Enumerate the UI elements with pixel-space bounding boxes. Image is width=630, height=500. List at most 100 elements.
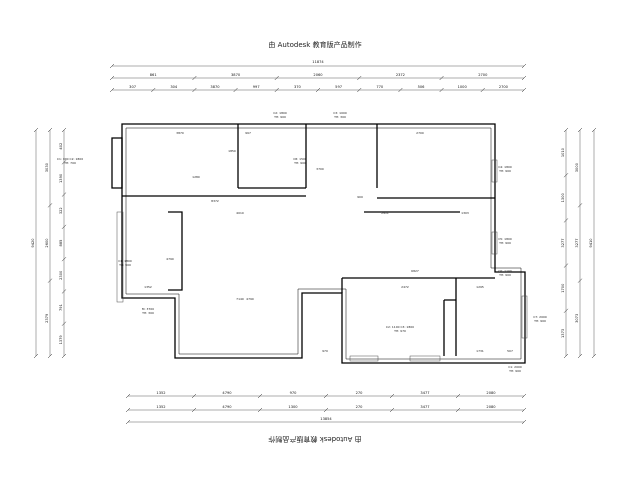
dim-right-inner-tick (563, 127, 569, 133)
dim-top-row2-tick (274, 87, 279, 93)
dim-right-inner: 1010 (561, 147, 565, 157)
window-callout: C2: 1100 C3: 1800 (386, 325, 414, 329)
dim-top-row2-tick (151, 87, 156, 93)
dim-bottom-row2-tick (323, 407, 329, 413)
dim-top-row2-tick (480, 87, 485, 93)
dim-top-row1: 3870 (231, 73, 241, 77)
dim-top-row2: 506 (418, 85, 426, 89)
window-callout: C6: 1100 (498, 269, 512, 273)
dim-left-inner-tick (61, 224, 67, 230)
window-left-tall (116, 211, 124, 303)
window-callout: TH: 900 (508, 369, 521, 373)
dim-left-row-tick (47, 278, 53, 283)
dim-bottom-row1: 3477 (420, 391, 429, 395)
interior-dim-label: 900 (357, 195, 363, 199)
window-right-2 (491, 231, 498, 255)
dim-bottom-row1: 1352 (156, 391, 165, 395)
window-callout: C8: 1500 (293, 157, 307, 161)
dim-right-inner-tick (563, 173, 569, 178)
dim-top-row2-tick (192, 87, 197, 93)
dim-bottom-row2-tick (191, 407, 197, 413)
window-callout: TH: 970 (393, 329, 406, 333)
dim-top-row1-tick (357, 75, 362, 81)
dim-bottom-row1: 2080 (486, 391, 496, 395)
dim-right-inner-tick (563, 308, 569, 313)
dim-bottom-row2-tick (455, 407, 461, 413)
window-callout: TH: 900 (533, 319, 546, 323)
window-callout: C1: 2000 (508, 365, 522, 369)
dim-right-row-tick (577, 127, 583, 133)
interior-dim-label: 1850 (228, 149, 236, 153)
dim-bottom-row1-tick (455, 393, 461, 399)
dim-bottom-row2: 4790 (222, 405, 232, 409)
windows (116, 159, 528, 362)
dim-top-row1-tick (521, 75, 527, 81)
dim-right-row-tick (577, 278, 583, 283)
interior-dim-label: 1295 (476, 285, 484, 289)
interior-dim-label: 2472 (401, 285, 409, 289)
dim-bottom-row2-tick (125, 407, 131, 413)
dim-left-row: 2600 (45, 238, 49, 248)
dim-right-row: 3000 (575, 162, 579, 172)
dim-top-row2-tick (398, 87, 403, 93)
dim-bottom-total-tick (521, 419, 527, 425)
dim-top-row1-tick (439, 75, 444, 81)
window-callout: TH: 900 (118, 263, 131, 267)
dim-left-row: 2379 (45, 313, 49, 323)
interior-dim-label: 4010 (236, 211, 244, 215)
window-right-1 (491, 159, 498, 183)
dim-left-inner: 322 (59, 207, 63, 214)
dim-top-row2: 3870 (210, 85, 220, 89)
dim-bottom-row1-tick (323, 393, 329, 399)
dim-right-row-tick (577, 353, 583, 359)
dim-top-row2: 307 (129, 85, 136, 89)
dim-left-inner: 885 (59, 240, 63, 247)
dim-left-inner-tick (61, 353, 67, 359)
interior-dim-label: 6827 (411, 269, 419, 273)
dim-right-row: 3277 (575, 238, 579, 247)
wall-closet (443, 299, 457, 356)
dim-top-row2-tick (521, 87, 527, 93)
window-callout: M: 3700 (142, 307, 154, 311)
window-right-3 (521, 295, 528, 339)
dim-bottom-row1-tick (125, 393, 131, 399)
dim-right-inner-tick (563, 218, 569, 223)
interior-dim-label: 8372 (211, 199, 219, 203)
dim-right-inner: 3277 (561, 238, 565, 247)
dim-bottom-row1: 270 (356, 391, 364, 395)
dim-top-row2-tick (315, 87, 321, 93)
dim-top-row1: 2372 (396, 73, 405, 77)
dim-top-row1-tick (274, 75, 279, 81)
interior-dim-label: 7140 (236, 297, 244, 301)
dim-top-total: 11874 (312, 60, 324, 64)
window-callout: C5: 1800 (498, 237, 512, 241)
dim-bottom-row2: 1300 (288, 405, 298, 409)
dim-bottom-row2: 270 (356, 405, 364, 409)
dim-left-inner: 402 (59, 143, 63, 150)
watermark-bottom: 由 Autodesk 教育版产品制作 (268, 435, 362, 443)
window-bottom-1 (349, 355, 379, 362)
inner-wall-trace (125, 127, 522, 360)
window-bottom-2 (409, 355, 441, 362)
interior-dim-label: 1280 (192, 175, 200, 179)
wall-balcony (111, 137, 123, 189)
dim-left-inner: 1390 (59, 173, 63, 183)
dim-bottom-row1: 4790 (222, 391, 232, 395)
dim-left-row-tick (47, 203, 53, 208)
dim-right-row-tick (577, 203, 583, 208)
dim-bottom-row2: 2080 (486, 405, 496, 409)
dim-top-row1-tick (192, 75, 197, 81)
window-callout: C2: 1800 (273, 111, 287, 115)
interior-dim-label: 1303 (461, 211, 469, 215)
dim-top-row2-tick (233, 87, 238, 93)
interior-dim-label: 3870 (176, 131, 184, 135)
dim-top-row1: 861 (150, 73, 157, 77)
dim-top-row2-tick (109, 87, 115, 93)
interior-dim-label: 3700 (316, 167, 324, 171)
dim-right-inner: 1300 (561, 193, 565, 203)
dim-left-inner-tick (61, 192, 67, 197)
dim-top-row2-tick (357, 87, 362, 93)
dim-top-row1-tick (109, 75, 115, 81)
dim-right-inner-tick (563, 263, 569, 268)
dim-bottom-row2-tick (521, 407, 527, 413)
